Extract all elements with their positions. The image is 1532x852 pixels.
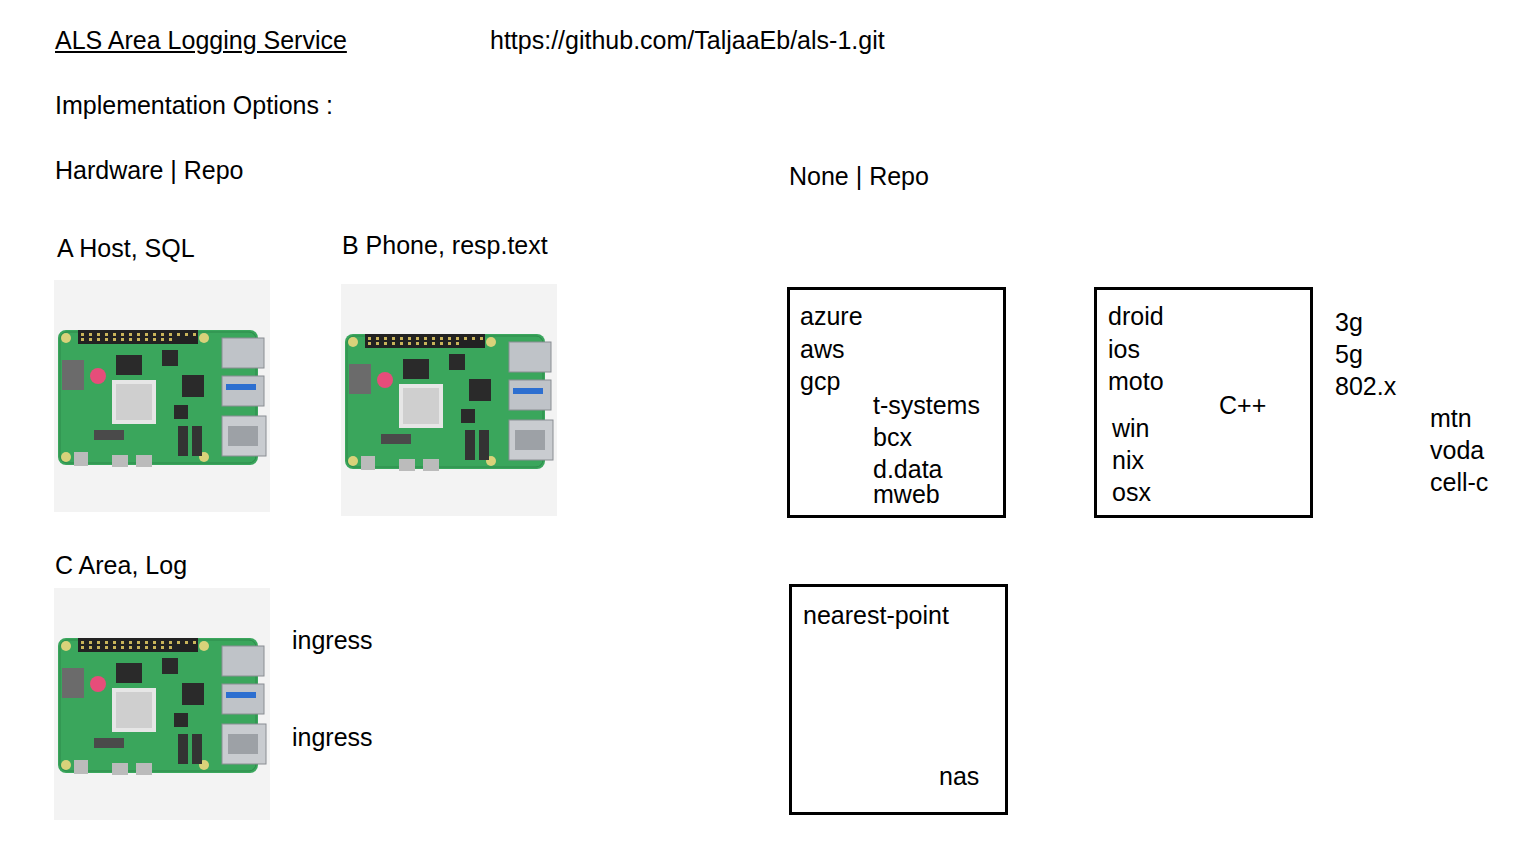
option-box: droid ios moto win nix osx C++ xyxy=(1094,287,1313,518)
option-text: gcp xyxy=(800,367,840,396)
option-text: bcx xyxy=(873,423,912,452)
option-text: nix xyxy=(1112,446,1144,475)
label: cell-c xyxy=(1430,468,1488,497)
label: ingress xyxy=(292,626,373,655)
option-text: nas xyxy=(939,762,979,791)
option-text: aws xyxy=(800,335,844,364)
label: 5g xyxy=(1335,340,1363,369)
raspberry-pi xyxy=(341,284,557,516)
label: ingress xyxy=(292,723,373,752)
title: ALS Area Logging Service xyxy=(55,26,347,55)
raspberry-pi xyxy=(54,280,270,512)
label: A Host, SQL xyxy=(57,234,195,263)
label: Implementation Options : xyxy=(55,91,333,120)
label: voda xyxy=(1430,436,1484,465)
option-text: ios xyxy=(1108,335,1140,364)
label: C Area, Log xyxy=(55,551,187,580)
label: None | Repo xyxy=(789,162,929,191)
label: mtn xyxy=(1430,404,1472,433)
option-box: azure aws gcp t-systems bcx d.datamweb xyxy=(787,287,1006,518)
option-text: droid xyxy=(1108,302,1164,331)
option-text: win xyxy=(1112,414,1150,443)
label: B Phone, resp.text xyxy=(342,231,548,260)
option-text: t-systems xyxy=(873,391,980,420)
option-text: osx xyxy=(1112,478,1151,507)
option-text: nearest-point xyxy=(803,601,949,630)
label: https://github.com/TaljaaEb/als-1.git xyxy=(490,26,885,55)
label: Hardware | Repo xyxy=(55,156,244,185)
label: 3g xyxy=(1335,308,1363,337)
option-text: C++ xyxy=(1219,391,1266,420)
label: 802.x xyxy=(1335,372,1396,401)
option-box: nearest-point nas xyxy=(789,584,1008,815)
option-text: mweb xyxy=(873,480,940,509)
option-text: d.data xyxy=(873,455,943,484)
option-text: azure xyxy=(800,302,863,331)
option-text: moto xyxy=(1108,367,1164,396)
raspberry-pi xyxy=(54,588,270,820)
